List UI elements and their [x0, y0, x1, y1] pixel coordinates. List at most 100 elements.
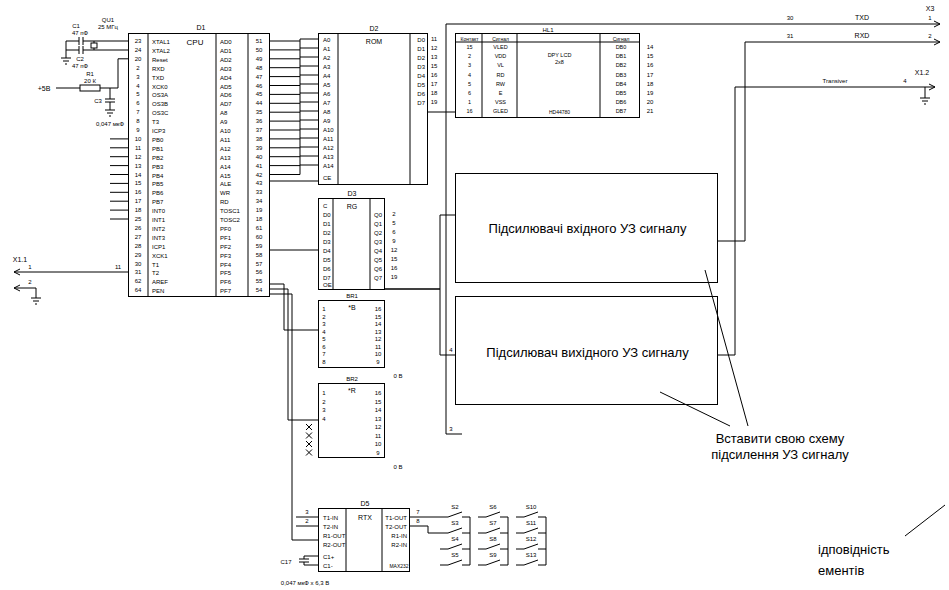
pin-number: 5: [136, 91, 139, 97]
pin-number: 3: [449, 426, 452, 432]
pin-name: Q2: [374, 230, 382, 236]
pin-name: Reset: [152, 57, 168, 63]
block-title: Підсилювач вихідного УЗ сигналу: [468, 345, 708, 361]
pin-name: D3: [417, 64, 425, 70]
pin-number: 4: [449, 347, 452, 353]
pin-number: 15: [135, 180, 142, 186]
pin-name: PF6: [220, 279, 231, 285]
pin-name: AD7: [220, 101, 232, 107]
pin-name: RD: [220, 199, 229, 205]
chip-part: HD44780: [549, 110, 570, 115]
pin-number: 57: [256, 261, 263, 267]
lcd-module: HL1КонтактСигналDPY LCD 2x8Сигнал15VLED2…: [455, 33, 640, 118]
pin-name: INT2: [152, 226, 165, 232]
pin-name: A1: [323, 46, 330, 52]
supply-label: +5В: [38, 85, 51, 92]
pin-number: 31: [787, 33, 794, 39]
pin-name: AD0: [220, 39, 232, 45]
table-cell: 2: [468, 54, 471, 60]
pin-number: 2: [392, 211, 395, 217]
pin-name: PB6: [152, 190, 163, 196]
part-value: 0,047 мкФ х 6,3 В: [281, 580, 329, 586]
pin-name: T1-OUT: [385, 515, 407, 521]
switch-name: S13: [526, 552, 537, 558]
pin-number: 47: [256, 74, 263, 80]
pin-name: DB5: [616, 91, 627, 97]
pin-name: PF4: [220, 262, 231, 268]
pin-number: 15: [375, 314, 382, 320]
pin-number: 10: [375, 351, 382, 357]
switch-name: S5: [451, 552, 458, 558]
pin-name: OE: [323, 282, 332, 288]
pin-name: A0: [323, 37, 330, 43]
unused-pin-marks: [306, 424, 312, 456]
pin-number: 11: [375, 433, 381, 439]
connector-name: X1.2: [915, 69, 929, 76]
pin-number: 3: [305, 509, 308, 515]
pin-number: 14: [135, 172, 142, 178]
pin-name: D6: [323, 266, 331, 272]
pin-name: INT3: [152, 235, 165, 241]
pin-name: PB3: [152, 164, 163, 170]
pin-number: 1: [322, 306, 325, 312]
switch-name: S6: [489, 504, 496, 510]
crystal-symbol: [91, 43, 97, 48]
chip-type: RG: [347, 203, 358, 210]
chip-type: *R: [348, 387, 356, 394]
pin-number: 9: [392, 238, 395, 244]
part-name: R1: [86, 71, 94, 77]
pin-number: 55: [256, 278, 263, 284]
table-cell: GLED: [493, 110, 508, 116]
pin-number: 14: [375, 407, 382, 413]
pin-number: 58: [256, 252, 263, 258]
pin-name: A11: [220, 137, 230, 143]
pin-number: 5: [322, 336, 325, 342]
pin-name: Q1: [374, 221, 382, 227]
pin-number: 18: [135, 207, 142, 213]
pin-number: 42: [256, 172, 263, 178]
part-value: 25 МГц: [98, 24, 118, 30]
pin-name: Q3: [374, 239, 382, 245]
pin-number: 39: [256, 145, 263, 151]
pin-name: T2-IN: [323, 524, 338, 530]
pin-name: PB0: [152, 137, 163, 143]
pin-name: T1: [152, 262, 159, 268]
part-name: C1: [72, 23, 80, 29]
pin-number: 7: [416, 509, 419, 515]
pin-number: 15: [375, 399, 382, 405]
pin-name: WR: [220, 190, 230, 196]
pin-number: 26: [135, 225, 142, 231]
rtx-chip: D5RTXT1-INT2-INR1-OUTR2-OUTC1+C1-T1-OUTT…: [318, 508, 410, 572]
pin-number: 19: [431, 99, 438, 105]
pin-number: 11: [375, 344, 381, 350]
chip-designator: D3: [348, 190, 357, 197]
pin-number: 61: [256, 225, 263, 231]
pin-number: 25: [135, 216, 142, 222]
switch-name: S8: [489, 536, 496, 542]
pin-number: 19: [256, 207, 263, 213]
pin-name: A12: [323, 145, 334, 151]
pin-name: A15: [220, 173, 231, 179]
pin-name: PF1: [220, 235, 231, 241]
pin-number: 16: [391, 265, 398, 271]
pin-name: R1-IN: [391, 533, 407, 539]
pin-name: OS3B: [152, 101, 168, 107]
pin-name: D1: [323, 221, 331, 227]
pin-number: 13: [135, 163, 142, 169]
pin-number: 50: [256, 47, 263, 53]
pin-number: 5: [392, 220, 395, 226]
pin-name: Q5: [374, 257, 382, 263]
pin-number: 34: [256, 198, 263, 204]
wire: [385, 289, 455, 355]
pin-name: D0: [323, 212, 331, 218]
pin-name: Q7: [374, 275, 382, 281]
pin-number: 16: [135, 189, 142, 195]
pin-name: PB4: [152, 173, 163, 179]
amplifier-box: Підсилювачі вхідного УЗ сигналу: [455, 173, 718, 283]
address-bus: [270, 39, 318, 175]
switch-matrix: [440, 512, 546, 565]
pin-name: PF2: [220, 244, 231, 250]
pin-number: 24: [135, 47, 142, 53]
pin-number: 35: [256, 109, 263, 115]
